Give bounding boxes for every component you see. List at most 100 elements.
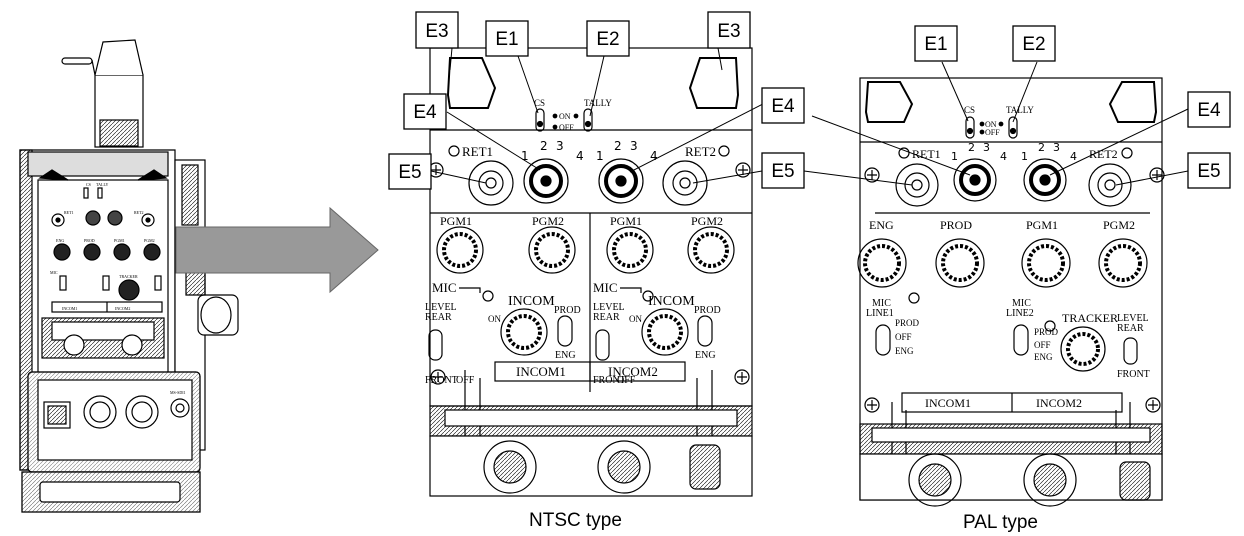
ntsc-callout-e5-right: E5 bbox=[761, 152, 805, 189]
ntsc-callouts: E3 E1 E2 E3 E4 E4 E5 E5 bbox=[388, 11, 805, 190]
camera-tracker-label: TRACKER bbox=[119, 274, 138, 279]
ntsc-callout-e3-right: E3 bbox=[707, 11, 751, 49]
ntsc-prod-left-label: PROD bbox=[554, 305, 581, 316]
pal-panel bbox=[857, 77, 1165, 507]
ntsc-off-label: OFF bbox=[559, 123, 574, 132]
ntsc-callout-e4-right: E4 bbox=[761, 87, 805, 124]
ntsc-a-pos1: 1 bbox=[521, 149, 529, 163]
pal-incom2-label: INCOM2 bbox=[1036, 396, 1082, 410]
ntsc-e5-left-text: E5 bbox=[398, 162, 421, 183]
pal-panel-labels: CS TALLY ON OFF RET1 RET2 1 2 3 4 1 2 3 … bbox=[866, 105, 1150, 410]
pal-e2-text: E2 bbox=[1022, 34, 1045, 55]
ntsc-prod-right-label: PROD bbox=[694, 305, 721, 316]
pal-e1-text: E1 bbox=[924, 34, 947, 55]
camera-prod-label: PROD bbox=[84, 238, 95, 243]
pal-tracker-off-label: OFF bbox=[1034, 340, 1051, 350]
ntsc-e2-text: E2 bbox=[596, 29, 619, 50]
pal-callout-e5: E5 bbox=[1187, 152, 1231, 189]
pal-tracker-eng-label: ENG bbox=[1034, 352, 1053, 362]
pal-off-switch-label: OFF bbox=[895, 332, 912, 342]
camera-eng-label: ENG bbox=[56, 238, 64, 243]
pal-a-pos3: 3 bbox=[983, 141, 990, 154]
pal-prod-switch-label: PROD bbox=[895, 318, 920, 328]
ntsc-off-right-label: OFF bbox=[617, 375, 636, 386]
ntsc-incom-right-label: INCOM bbox=[648, 294, 695, 309]
pal-b-pos4: 4 bbox=[1070, 150, 1077, 163]
pal-front-label: FRONT bbox=[1117, 369, 1150, 380]
ntsc-pgm1-left-label: PGM1 bbox=[440, 214, 472, 228]
pal-off-label: OFF bbox=[985, 128, 1000, 137]
camera-illustration bbox=[19, 39, 239, 513]
ntsc-e3-right-text: E3 bbox=[717, 21, 740, 42]
ntsc-ret1-label: RET1 bbox=[462, 144, 493, 159]
pal-rear-label: REAR bbox=[1117, 323, 1144, 334]
pal-mic1-label: MIC bbox=[872, 298, 891, 309]
pal-incom1-label: INCOM1 bbox=[925, 396, 971, 410]
ntsc-on-left-label: ON bbox=[488, 314, 501, 324]
ntsc-panel bbox=[428, 47, 753, 497]
ntsc-a-pos2: 2 bbox=[540, 139, 548, 153]
ntsc-callout-e2: E2 bbox=[586, 20, 630, 57]
ntsc-e4-right-text: E4 bbox=[771, 96, 795, 117]
camera-panel-labels: CS TALLY RET1 RET2 ENG PROD PGM1 PGM2 MI… bbox=[50, 182, 186, 395]
ntsc-pgm1-right-label: PGM1 bbox=[610, 214, 642, 228]
pal-line1-label: LINE1 bbox=[866, 308, 894, 319]
pal-b-pos3: 3 bbox=[1053, 141, 1060, 154]
pal-eng-switch-label: ENG bbox=[895, 346, 914, 356]
pal-ret1-label: RET1 bbox=[912, 147, 941, 161]
camera-cs-label: CS bbox=[86, 182, 91, 187]
pal-pgm2-label: PGM2 bbox=[1103, 218, 1135, 232]
pointer-arrow bbox=[175, 206, 379, 294]
ntsc-b-pos1: 1 bbox=[596, 149, 604, 163]
ntsc-callout-e4-left: E4 bbox=[403, 93, 447, 130]
ntsc-callout-e5-left: E5 bbox=[388, 153, 432, 190]
pal-ret2-label: RET2 bbox=[1089, 147, 1118, 161]
ntsc-eng-left-label: ENG bbox=[555, 350, 576, 361]
ntsc-e1-text: E1 bbox=[495, 29, 518, 50]
ntsc-front-right-label: FRONT bbox=[593, 375, 626, 386]
ntsc-level-left-label: LEVEL bbox=[425, 302, 457, 313]
ntsc-e4-left-text: E4 bbox=[413, 102, 437, 123]
pal-level-label: LEVEL bbox=[1117, 313, 1149, 324]
ntsc-incom-left-label: INCOM bbox=[508, 294, 555, 309]
ntsc-a-pos3: 3 bbox=[556, 139, 564, 153]
camera-ms-sdi1-label: MS-SDI1 bbox=[170, 390, 186, 395]
camera-pgm1-label: PGM1 bbox=[114, 238, 125, 243]
camera-ret2-label: RET2 bbox=[134, 210, 144, 215]
ntsc-panel-labels: CS TALLY ON OFF RET1 RET2 1 2 3 4 1 2 3 … bbox=[425, 98, 723, 386]
ntsc-eng-right-label: ENG bbox=[695, 350, 716, 361]
pal-tracker-label: TRACKER bbox=[1062, 311, 1118, 325]
pal-callouts: E1 E2 E4 E5 bbox=[803, 25, 1231, 189]
ntsc-e3-left-text: E3 bbox=[425, 21, 448, 42]
ntsc-caption: NTSC type bbox=[529, 510, 622, 531]
pal-line2-label: LINE2 bbox=[1006, 308, 1034, 319]
camera-incom2-label: INCOM2 bbox=[115, 306, 130, 311]
ntsc-front-left-label: FRONT bbox=[425, 375, 458, 386]
pal-prod-label: PROD bbox=[940, 218, 972, 232]
ntsc-b-pos4: 4 bbox=[650, 149, 658, 163]
pal-b-pos1: 1 bbox=[1021, 150, 1028, 163]
pal-e4-text: E4 bbox=[1197, 100, 1221, 121]
ntsc-ret2-label: RET2 bbox=[685, 144, 716, 159]
pal-a-pos2: 2 bbox=[968, 141, 975, 154]
ntsc-rear-left-label: REAR bbox=[425, 312, 452, 323]
ntsc-mic-right-label: MIC bbox=[593, 280, 618, 295]
pal-tracker-prod-label: PROD bbox=[1034, 327, 1059, 337]
ntsc-level-right-label: LEVEL bbox=[593, 302, 625, 313]
pal-callout-e1: E1 bbox=[914, 25, 958, 62]
ntsc-tally-label: TALLY bbox=[584, 98, 612, 108]
pal-a-pos4: 4 bbox=[1000, 150, 1007, 163]
ntsc-b-pos3: 3 bbox=[630, 139, 638, 153]
camera-mic-label: MIC bbox=[50, 270, 58, 275]
pal-eng-label: ENG bbox=[869, 218, 894, 232]
pal-tally-label: TALLY bbox=[1006, 105, 1034, 115]
ntsc-off-left-label: OFF bbox=[456, 375, 475, 386]
pal-cs-label: CS bbox=[964, 105, 975, 115]
ntsc-a-pos4: 4 bbox=[576, 149, 584, 163]
camera-pgm2-label: PGM2 bbox=[144, 238, 155, 243]
camera-incom1-label: INCOM1 bbox=[62, 306, 77, 311]
ntsc-mic-left-label: MIC bbox=[432, 280, 457, 295]
pal-b-pos2: 2 bbox=[1038, 141, 1045, 154]
ntsc-on-label: ON bbox=[559, 112, 571, 121]
pal-caption: PAL type bbox=[963, 512, 1038, 533]
